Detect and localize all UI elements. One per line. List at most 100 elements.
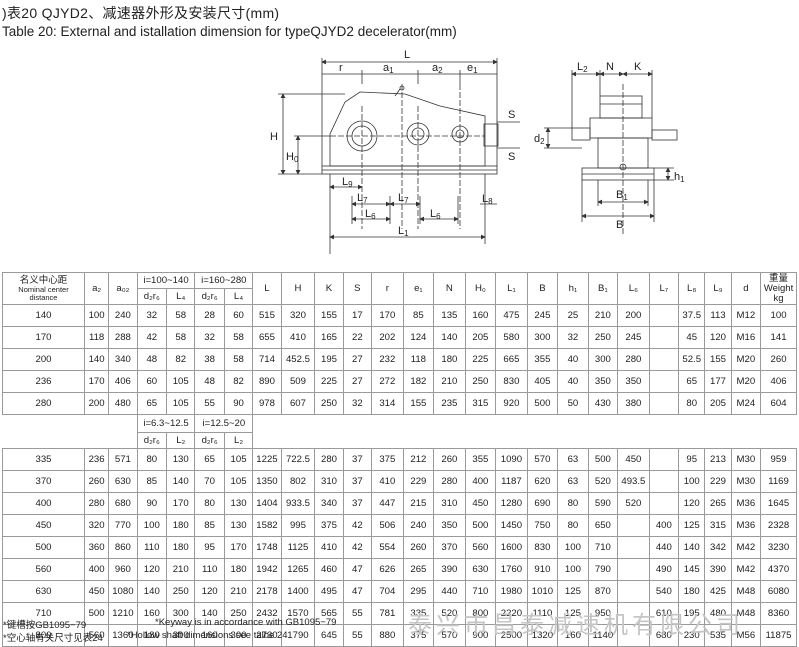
table-cell: 105 — [223, 470, 254, 493]
table-cell: 120 — [194, 580, 225, 603]
table-cell: 350 — [433, 514, 466, 537]
table-cell: 90 — [136, 492, 168, 515]
table-cell: 95 — [194, 536, 225, 559]
table-cell: 320 — [280, 304, 316, 327]
table-cell: 50 — [557, 392, 589, 415]
table-cell: 45 — [678, 326, 706, 349]
table-cell: 295 — [402, 580, 435, 603]
table-cell: 48 — [194, 370, 225, 393]
end-view-motor — [599, 95, 643, 119]
table-cell: 125 — [678, 514, 706, 537]
table-cell: 113 — [704, 304, 732, 327]
dimension-drawing: L r a1 a2 e1 H H0 L9 L7 L7 L6 L6 L1 L8 S… — [270, 49, 685, 254]
table-cell: M30 — [730, 470, 762, 493]
table-cell: 170 — [223, 536, 254, 559]
table-cell: 58 — [166, 304, 196, 327]
table-cell: 215 — [402, 492, 435, 515]
svg-text:L8: L8 — [482, 193, 493, 206]
table-cell: 118 — [84, 326, 110, 349]
table-cell: 8360 — [760, 602, 797, 625]
table-cell: 704 — [371, 580, 404, 603]
table-cell: 32 — [194, 326, 225, 349]
table-cell: 42 — [342, 514, 373, 537]
table-cell: 490 — [648, 558, 680, 581]
table-cell: 200 — [1, 348, 86, 371]
table-cell: 25 — [557, 304, 589, 327]
table-cell: 240 — [108, 304, 138, 327]
table-cell: 310 — [433, 492, 466, 515]
table-cell: 100 — [678, 470, 706, 493]
table-cell: 38 — [194, 348, 225, 371]
table-cell: 177 — [704, 370, 732, 393]
label-L: L — [404, 49, 410, 61]
table-cell — [648, 470, 680, 493]
table-cell — [617, 558, 650, 581]
svg-text:e1: e1 — [467, 62, 478, 75]
table-cell: 560 — [464, 536, 497, 559]
table-cell — [617, 514, 650, 537]
table-cell: 2178 — [252, 580, 282, 603]
table-cell: 55 — [194, 392, 225, 415]
table-cell: 42 — [136, 326, 168, 349]
table-cell: 1400 — [280, 580, 316, 603]
table-cell: 205 — [464, 326, 497, 349]
table-cell: 212 — [402, 448, 435, 471]
table-cell: 250 — [464, 370, 497, 393]
table-cell: 340 — [108, 348, 138, 371]
footnote-en-2: *Hollow shaft dimensions see talbe 24 — [127, 630, 288, 641]
table-cell: 495 — [314, 580, 344, 603]
table-cell: 390 — [433, 558, 466, 581]
table-cell: 120 — [704, 326, 732, 349]
table-cell: 140 — [84, 348, 110, 371]
table-cell — [648, 492, 680, 515]
svg-text:L7: L7 — [398, 192, 409, 205]
table-cell: 410 — [371, 470, 404, 493]
table-cell — [648, 392, 680, 415]
table-cell: 11875 — [760, 624, 797, 647]
table-cell: 802 — [280, 470, 316, 493]
table-cell: 80 — [678, 392, 706, 415]
table-cell: 37 — [342, 470, 373, 493]
table-cell: 225 — [314, 370, 344, 393]
table-cell: 60 — [223, 304, 254, 327]
table-cell: 105 — [166, 370, 196, 393]
table-cell: 260 — [433, 448, 466, 471]
table-cell: 320 — [84, 514, 110, 537]
table-cell: 430 — [587, 392, 619, 415]
table-cell: 288 — [108, 326, 138, 349]
table-cell: 55 — [342, 624, 373, 647]
table-cell: 310 — [314, 470, 344, 493]
table-cell: 260 — [760, 348, 797, 371]
table-cell: 630 — [108, 470, 138, 493]
table-cell: 1210 — [108, 602, 138, 625]
table-cell: 124 — [402, 326, 435, 349]
table-cell: 82 — [223, 370, 254, 393]
table-cell: 1169 — [760, 470, 797, 493]
table-cell: 4370 — [760, 558, 797, 581]
table-cell: 520 — [617, 492, 650, 515]
table-cell: 200 — [84, 392, 110, 415]
table-cell: 141 — [760, 326, 797, 349]
table-cell: 160 — [464, 304, 497, 327]
table-cell: M48 — [730, 580, 762, 603]
table-cell: 236 — [84, 448, 110, 471]
table-cell: 1450 — [495, 514, 528, 537]
svg-text:d2: d2 — [534, 133, 545, 146]
table-cell: 400 — [1, 492, 86, 515]
table-cell: 959 — [760, 448, 797, 471]
table-cell: M12 — [730, 304, 762, 327]
table-cell: 447 — [371, 492, 404, 515]
table-cell: 890 — [252, 370, 282, 393]
table-cell: 1010 — [526, 580, 559, 603]
table-cell: 265 — [704, 492, 732, 515]
svg-text:L9: L9 — [342, 176, 353, 189]
table-cell: 3230 — [760, 536, 797, 559]
header-weight: 重量 Weight kg — [760, 272, 797, 305]
table-cell: 1404 — [252, 492, 282, 515]
table-cell: 42 — [342, 536, 373, 559]
header-row-2: d₂r₆ L₄ d₂r₆ L₄ — [3, 288, 797, 305]
table-cell: 933.5 — [280, 492, 316, 515]
table-cell: 452.5 — [280, 348, 316, 371]
svg-text:B1: B1 — [616, 189, 628, 202]
